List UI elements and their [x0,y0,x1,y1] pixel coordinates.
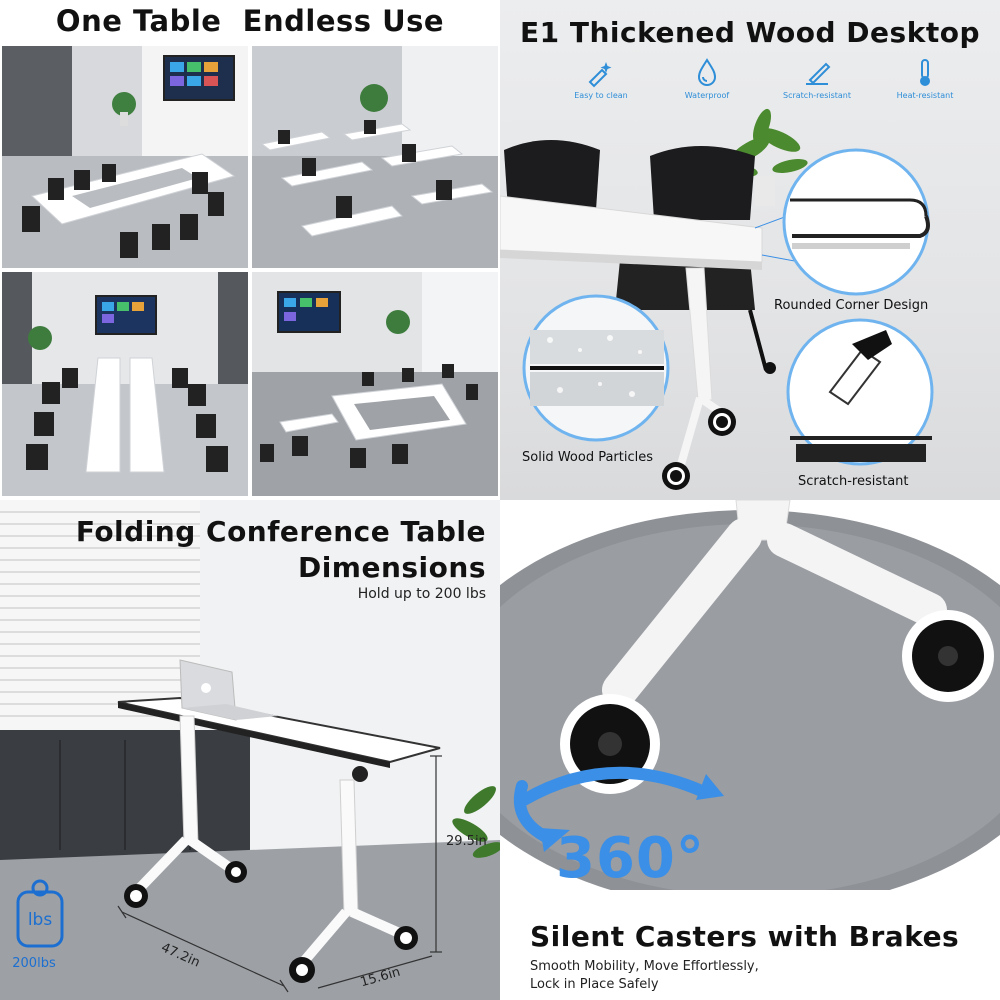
desktop-title: E1 Thickened Wood Desktop [520,16,980,49]
feature-easy-clean: Easy to clean [546,56,656,100]
scratch-zoom [786,318,934,466]
desktop-panel: E1 Thickened Wood Desktop Easy to clean … [500,0,1000,500]
casters-title: Silent Casters with Brakes [530,920,960,953]
weight-label: 200lbs [12,956,56,971]
rotation-degree-label: 360° [556,826,705,891]
weight-unit: lbs [27,910,53,930]
casters-subtitle-line1: Smooth Mobility, Move Effortlessly, [530,959,759,974]
scenes-title: One Table Endless Use [55,4,445,38]
weight-icon [16,879,64,948]
callout-rounded-corner: Rounded Corner Design [774,298,929,313]
dimensions-title: Folding Conference Table Dimensions [76,514,486,586]
callout-wood-particles: Solid Wood Particles [522,450,654,465]
casters-subtitle: Smooth Mobility, Move Effortlessly, Lock… [530,958,759,994]
dimension-height: 29.5in [446,834,487,849]
feature-label: Waterproof [684,91,730,100]
scene-two-rows-photo [2,272,248,496]
dimensions-illustration [0,500,500,1000]
feature-scratch-resistant: Scratch-resistant [762,56,872,100]
casters-subtitle-line2: Lock in Place Safely [530,977,659,992]
dimensions-title-line2: Dimensions [297,551,486,584]
sparkle-clean-icon [588,62,612,88]
dimensions-panel: Folding Conference Table Dimensions Hold… [0,500,500,1000]
dimensions-title-line1: Folding Conference Table [75,515,486,548]
dimensions-subtitle: Hold up to 200 lbs [357,586,486,602]
scene-training-layout-photo [252,46,498,268]
scene-ring-layout-photo [252,272,498,496]
feature-waterproof: Waterproof [652,56,762,100]
casters-panel: 360° Silent Casters with Brakes Smooth M… [500,500,1000,1000]
thermometer-icon [920,59,930,86]
feature-label: Scratch-resistant [783,91,851,100]
scratch-icon [806,62,831,85]
wood-particles-zoom [522,294,670,442]
rounded-corner-zoom [782,148,930,296]
casters-illustration [500,500,1000,1000]
callout-scratch-resistant: Scratch-resistant [798,474,909,489]
feature-label: Easy to clean [574,91,628,100]
water-drop-icon [697,58,717,86]
scene-long-table-photo [2,46,248,268]
feature-label: Heat-resistant [896,91,954,100]
desktop-illustration [500,108,934,490]
feature-heat-resistant: Heat-resistant [870,56,980,100]
scenes-panel: One Table Endless Use [0,0,500,500]
